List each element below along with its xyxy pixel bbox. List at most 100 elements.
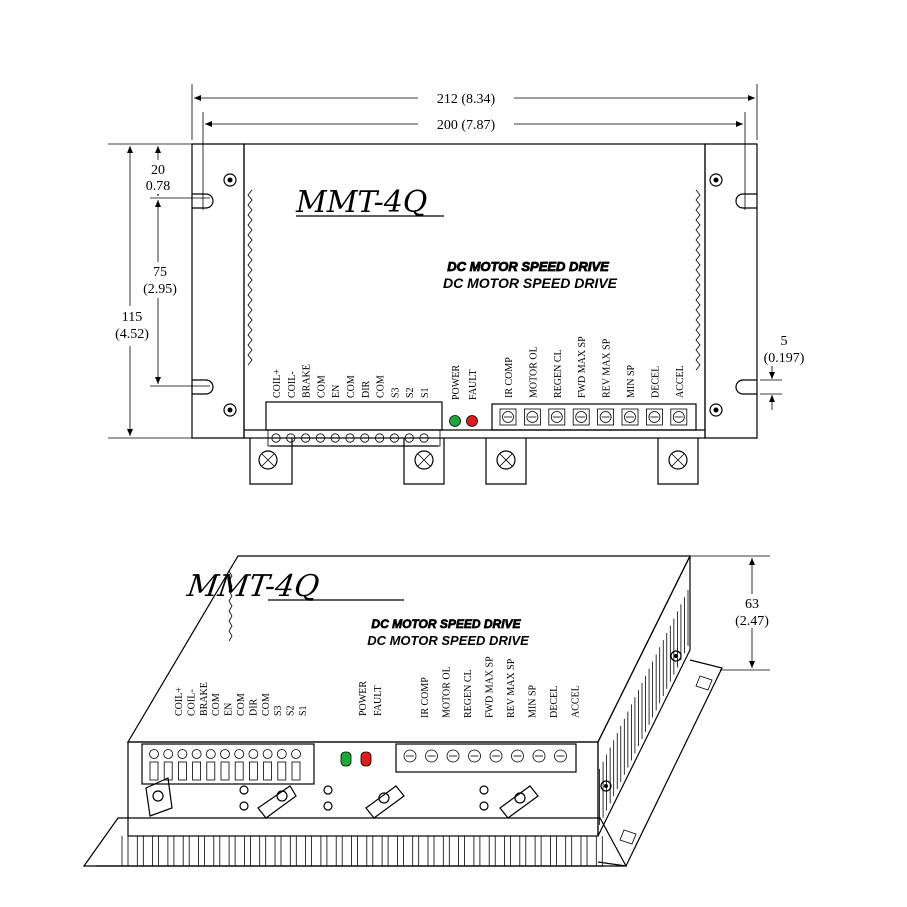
- terminal-block: [265, 401, 443, 431]
- iso-potentiometer: [403, 749, 417, 763]
- slot-spacing-in: (2.95): [143, 282, 177, 297]
- terminal-screw[interactable]: [315, 433, 325, 443]
- terminal-label: BRAKE: [302, 364, 313, 398]
- iso-terminal-slot: [248, 761, 258, 781]
- iso-potentiometer: [532, 749, 546, 763]
- pot-strip: [491, 403, 697, 431]
- slot-spacing-mm: 75: [153, 265, 167, 280]
- base-fin: [198, 836, 205, 866]
- left-mount-flange: [191, 143, 253, 439]
- base-fin: [320, 836, 328, 866]
- iso-terminal-label: S3: [273, 705, 284, 716]
- iso-front-face: [127, 741, 599, 837]
- potentiometer[interactable]: [599, 411, 612, 423]
- iso-subtitle: DC MOTOR SPEED DRIVE: [367, 633, 529, 648]
- iso-pot-label: FWD MAX SP: [485, 656, 496, 718]
- fault-led: [466, 415, 478, 427]
- bottom-mount-tabs: [249, 438, 699, 485]
- iso-terminal-label: COM: [236, 693, 247, 716]
- overall-height-in: (4.52): [115, 327, 149, 342]
- iso-terminal-label: S2: [286, 705, 297, 716]
- potentiometer[interactable]: [550, 411, 563, 423]
- iso-terminal-screw: [291, 749, 301, 759]
- power-led: [449, 415, 461, 427]
- iso-terminal-slot: [206, 761, 216, 781]
- base-fin: [488, 836, 496, 866]
- base-fin: [152, 836, 159, 866]
- iso-potentiometer: [489, 749, 503, 763]
- pot-label: MIN SP: [626, 364, 637, 398]
- iso-terminal-slot: [277, 761, 287, 781]
- iso-terminal-block: [141, 743, 315, 785]
- iso-terminal-screw: [248, 749, 259, 759]
- iso-led-label: FAULT: [373, 685, 384, 716]
- subtitle: DC MOTOR SPEED DRIVE: [443, 275, 618, 291]
- base-fin: [274, 836, 282, 866]
- pot-label: IR COMP: [504, 357, 515, 398]
- mount-width-label: 200 (7.87): [437, 118, 496, 133]
- main-body-top: MMT-4Q DC MOTOR SPEED DRIVE DC MOTOR SPE…: [243, 143, 706, 447]
- iso-terminal-slot: [149, 761, 159, 781]
- terminal-screw[interactable]: [419, 433, 429, 443]
- terminal-label: COM: [346, 375, 357, 398]
- base-fin: [121, 836, 129, 866]
- pot-housing: [670, 408, 688, 426]
- pot-label: ACCEL: [675, 365, 686, 398]
- led-label: FAULT: [468, 369, 479, 400]
- terminal-label: S1: [420, 387, 431, 398]
- iso-potentiometer: [468, 749, 481, 763]
- potentiometer[interactable]: [526, 411, 539, 423]
- top-view: 212 (8.34) 200 (7.87) 115 (4.52) 20 0.78: [106, 84, 805, 485]
- iso-terminal-label: BRAKE: [199, 682, 210, 716]
- base-fin: [519, 836, 527, 866]
- pot-label: MOTOR OL: [528, 346, 539, 398]
- base-fin: [335, 836, 343, 866]
- iso-terminal-slot: [192, 761, 202, 781]
- iso-terminal-label: DIR: [248, 698, 259, 716]
- led-label: POWER: [451, 365, 462, 400]
- iso-pot-label: MIN SP: [528, 684, 539, 718]
- iso-pot-label: DECEL: [549, 686, 560, 718]
- depth-mm: 63: [745, 597, 759, 612]
- base-fin: [534, 836, 542, 866]
- base-fin: [167, 836, 175, 866]
- terminal-screw[interactable]: [360, 433, 370, 443]
- iso-terminal-label: EN: [224, 703, 235, 716]
- terminal-screw[interactable]: [271, 433, 281, 443]
- terminal-label: COIL-: [287, 371, 298, 398]
- base-fins: [121, 836, 603, 866]
- top-offset-in: 0.78: [146, 179, 171, 194]
- iso-pot-strip: [395, 743, 577, 773]
- potentiometer[interactable]: [624, 411, 636, 423]
- iso-terminal-screws: [149, 749, 301, 781]
- iso-potentiometer: [554, 749, 567, 763]
- potentiometer[interactable]: [575, 411, 588, 423]
- pot-label: REV MAX SP: [602, 338, 613, 398]
- terminal-screw[interactable]: [374, 433, 385, 443]
- pot-label: REGEN CL: [553, 349, 564, 398]
- potentiometer[interactable]: [648, 411, 661, 423]
- terminal-screw[interactable]: [404, 433, 414, 443]
- terminal-screw[interactable]: [330, 433, 340, 443]
- base-fin: [442, 836, 450, 866]
- iso-top-surface: MMT-4Q DC MOTOR SPEED DRIVE DC MOTOR SPE…: [126, 555, 691, 743]
- terminal-screw[interactable]: [300, 433, 311, 443]
- potentiometer[interactable]: [502, 411, 514, 423]
- terminal-screw[interactable]: [345, 433, 355, 443]
- terminal-label: S2: [405, 387, 416, 398]
- dim-mount-width: 200 (7.87): [202, 112, 746, 210]
- terminal-screw[interactable]: [389, 433, 399, 443]
- potentiometer[interactable]: [672, 411, 685, 423]
- iso-leds: [340, 751, 372, 767]
- iso-terminal-label: COM: [211, 693, 222, 716]
- terminal-screw[interactable]: [286, 433, 296, 443]
- iso-terminal-screw: [220, 749, 230, 759]
- pot-housing: [548, 408, 566, 426]
- iso-pot-label: ACCEL: [571, 685, 582, 718]
- iso-terminal-screw: [177, 749, 188, 759]
- model-title: MMT-4Q: [295, 185, 427, 220]
- iso-fault-led: [360, 751, 372, 767]
